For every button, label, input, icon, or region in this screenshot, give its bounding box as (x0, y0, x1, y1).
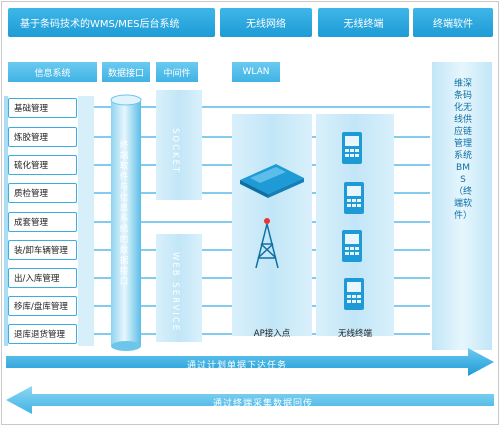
module-item-vulcanization: 硫化管理 (8, 155, 77, 175)
module-label: 炼胶管理 (14, 133, 49, 143)
ap-label: AP接入点 (253, 329, 291, 339)
forward-arrow-label: 通过计划单据下达任务 (186, 361, 287, 371)
module-item-quality: 质检管理 (8, 183, 77, 203)
forward-arrow-shape (6, 348, 494, 376)
socket-box (156, 90, 202, 200)
header-terminal-software-text: 终端软件 (433, 19, 473, 30)
module-bracket (4, 96, 8, 346)
header-wireless-terminal: 无线终端 (318, 8, 409, 37)
header-terminal-software: 终端软件 (413, 8, 493, 37)
subheader-data-interface: 数据接口 (102, 62, 150, 82)
subheader-info-system-text: 信息系统 (34, 68, 71, 79)
module-item-kitting: 成套管理 (8, 212, 77, 232)
terminal-label: 无线终端 (337, 329, 372, 339)
web-service-label: WEB SERVICE (170, 252, 180, 333)
module-item-transfer: 移库/盘库管理 (8, 296, 77, 316)
header-wireless-network: 无线网络 (220, 8, 312, 37)
module-label: 成套管理 (14, 218, 49, 228)
module-label: 基础管理 (14, 104, 49, 114)
subheader-middleware-text: 中间件 (163, 68, 191, 79)
ap-panel (232, 114, 312, 336)
handheld-terminal-icon (342, 230, 362, 262)
backward-arrow-label: 通过终端采集数据回传 (212, 399, 313, 409)
subheader-middleware: 中间件 (156, 62, 198, 82)
router-icon (240, 164, 304, 198)
module-item-inbound-outbound: 出/入库管理 (8, 268, 77, 288)
handheld-terminal-icon (344, 278, 364, 310)
antenna-tower-icon (255, 218, 279, 269)
module-label: 移库/盘库管理 (14, 302, 68, 312)
socket-label: SOCKET (170, 128, 180, 175)
subheader-data-interface-text: 数据接口 (107, 68, 144, 79)
cylinder-label: 终端软件与信息系统的数据接口 (118, 140, 128, 287)
module-item-mixing: 炼胶管理 (8, 127, 77, 147)
header-wireless-network-text: 无线网络 (246, 19, 286, 30)
bms-column (432, 62, 492, 350)
flow-arrows (6, 348, 494, 414)
header-system-title-text: 基于条码技术的WMS/MES后台系统 (20, 19, 180, 30)
subheader-wlan-text: WLAN (242, 67, 270, 77)
header-wireless-terminal-text: 无线终端 (343, 19, 384, 30)
module-item-loading: 装/卸车辆管理 (8, 240, 77, 260)
header-system-title: 基于条码技术的WMS/MES后台系统 (8, 8, 215, 37)
module-item-return: 退库退货管理 (8, 324, 77, 344)
module-label: 装/卸车辆管理 (14, 246, 68, 256)
module-label: 硫化管理 (14, 161, 49, 171)
handheld-terminal-icon (342, 132, 362, 164)
backward-arrow-shape (6, 386, 494, 414)
module-label: 退库退货管理 (14, 330, 66, 340)
module-connector-strip (78, 96, 94, 346)
bms-label: 维深条码化无线供应链管理系统BMS（终端软件） (454, 79, 473, 221)
subheader-wlan: WLAN (232, 62, 280, 82)
web-service-box (156, 234, 202, 342)
module-item-basic: 基础管理 (8, 98, 77, 118)
handheld-terminal-icon (344, 182, 364, 214)
module-label: 质检管理 (14, 189, 49, 199)
data-interface-cylinder (110, 94, 142, 351)
subheader-info-system: 信息系统 (8, 62, 97, 82)
module-label: 出/入库管理 (14, 274, 60, 284)
